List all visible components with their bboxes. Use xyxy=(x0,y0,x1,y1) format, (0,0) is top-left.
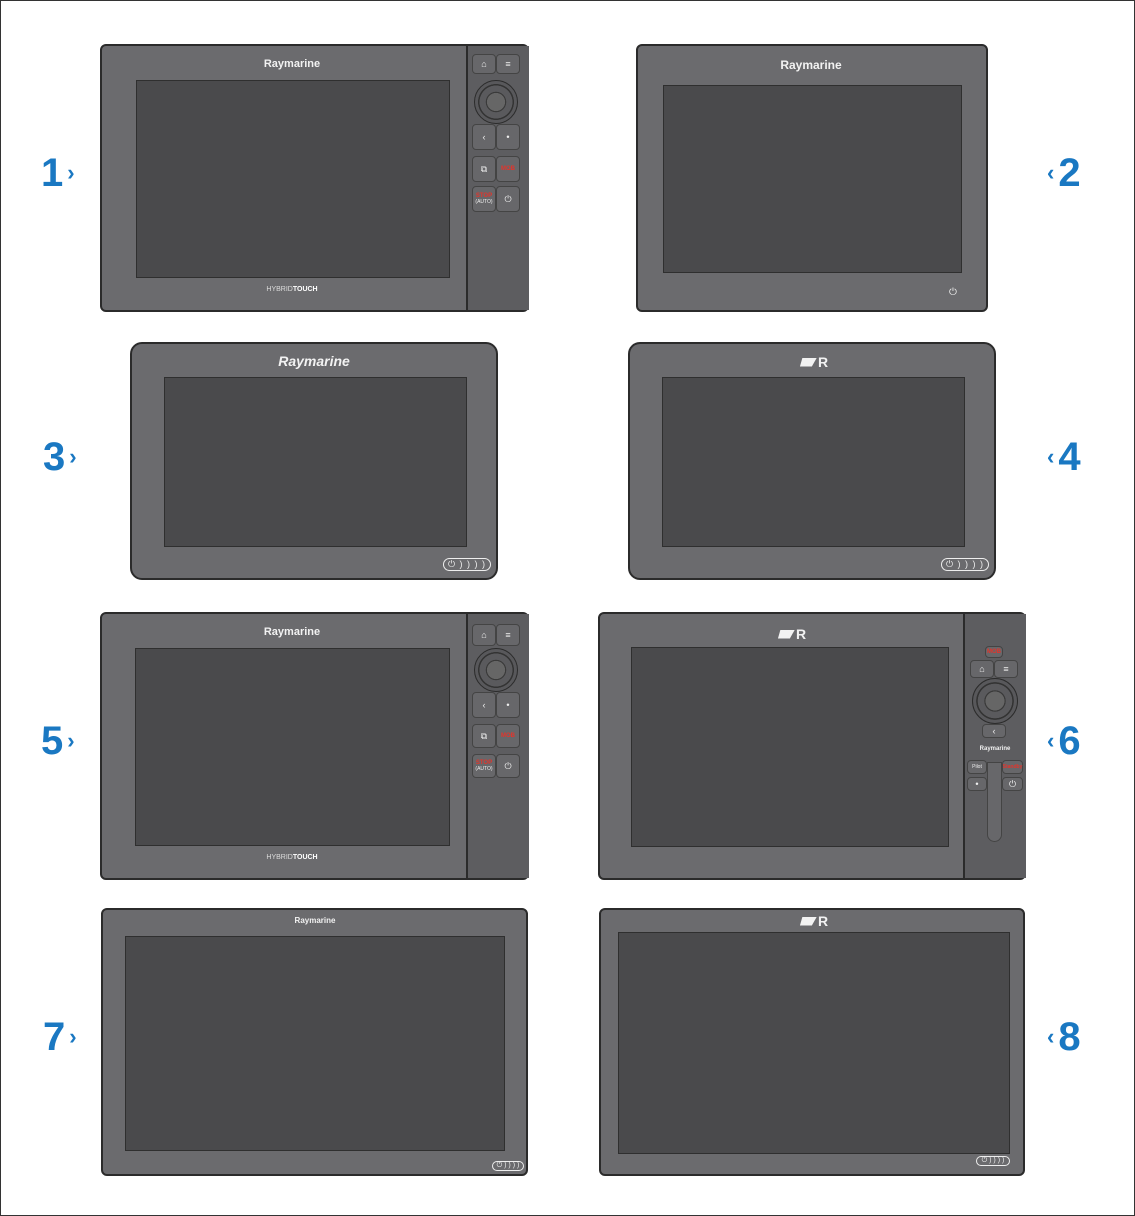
label-2: ‹2 xyxy=(1047,151,1081,195)
mob-button[interactable]: MOB xyxy=(496,724,520,748)
display-unit-2: Raymarine ⏻ xyxy=(636,44,988,312)
display-unit-3: Raymarine ⏻ ) ) ) ) xyxy=(130,342,498,580)
display-unit-1: Raymarine HYBRIDTOUCH ⌂ ≡ ‹ • ⧉ MOB STOP… xyxy=(100,44,529,312)
power-button[interactable]: ⏻ ) ) ) ) xyxy=(941,558,989,571)
brand-r-logo: R xyxy=(799,354,828,370)
label-6: ‹6 xyxy=(1047,719,1081,763)
keypad: ⌂ ≡ ‹ • ⧉ MOB STOP(AUTO) ⏻ xyxy=(466,614,529,878)
keypad: MOB ⌂ ≡ ‹ Raymarine Pilot Standby • ⏻ xyxy=(963,614,1026,878)
brand-logo: Raymarine xyxy=(278,353,350,369)
brand-r-logo: R xyxy=(799,913,828,929)
pilot-button[interactable]: Pilot xyxy=(967,760,987,774)
ok-button[interactable]: • xyxy=(967,777,987,791)
home-button[interactable]: ⌂ xyxy=(970,660,994,678)
ok-button[interactable]: • xyxy=(496,124,520,150)
hybridtouch-label: HYBRIDTOUCH xyxy=(266,854,318,861)
home-button[interactable]: ⌂ xyxy=(472,624,496,646)
joystick[interactable] xyxy=(972,678,1018,724)
power-button[interactable]: ⏻ xyxy=(1002,777,1023,791)
screen xyxy=(164,377,467,547)
mob-button[interactable]: MOB xyxy=(985,646,1003,658)
menu-button[interactable]: ≡ xyxy=(496,54,520,74)
keypad: ⌂ ≡ ‹ • ⧉ MOB STOP(AUTO) ⏻ xyxy=(466,46,529,310)
brand-logo: Raymarine xyxy=(263,58,321,70)
screen xyxy=(662,377,965,547)
label-1: 1› xyxy=(41,151,75,195)
brand-logo: Raymarine xyxy=(263,626,321,638)
stop-auto-button[interactable]: STOP(AUTO) xyxy=(472,754,496,778)
back-button[interactable]: ‹ xyxy=(472,124,496,150)
back-button[interactable]: ‹ xyxy=(982,724,1006,738)
brand-logo: Raymarine xyxy=(780,58,842,72)
standby-button[interactable]: Standby xyxy=(1002,760,1023,774)
power-icon[interactable]: ⏻ xyxy=(949,287,957,298)
display-unit-5: Raymarine HYBRIDTOUCH ⌂ ≡ ‹ • ⧉ MOB STOP… xyxy=(100,612,529,880)
label-4: ‹4 xyxy=(1047,435,1081,479)
joystick[interactable] xyxy=(474,80,518,124)
screen xyxy=(631,647,949,847)
power-button[interactable]: ⏻ ) ) ) ) xyxy=(976,1156,1010,1166)
power-button[interactable]: ⏻ ) ) ) ) xyxy=(443,558,491,571)
screen xyxy=(618,932,1010,1154)
home-button[interactable]: ⌂ xyxy=(472,54,496,74)
screen xyxy=(125,936,505,1151)
label-8: ‹8 xyxy=(1047,1015,1081,1059)
rotary-slider[interactable] xyxy=(987,762,1002,842)
power-button[interactable]: ⏻ xyxy=(496,754,520,778)
ok-button[interactable]: • xyxy=(496,692,520,718)
keypad-brand: Raymarine xyxy=(979,746,1011,752)
power-button[interactable]: ⏻ ) ) ) ) xyxy=(492,1161,524,1171)
screen xyxy=(136,80,450,278)
joystick[interactable] xyxy=(474,648,518,692)
mob-button[interactable]: MOB xyxy=(496,156,520,182)
back-button[interactable]: ‹ xyxy=(472,692,496,718)
brand-logo: Raymarine xyxy=(294,916,336,925)
hybridtouch-label: HYBRIDTOUCH xyxy=(266,286,318,293)
label-5: 5› xyxy=(41,719,75,763)
switch-button[interactable]: ⧉ xyxy=(472,724,496,748)
label-3: 3› xyxy=(43,435,77,479)
screen xyxy=(135,648,450,846)
stop-auto-button[interactable]: STOP(AUTO) xyxy=(472,186,496,212)
label-7: 7› xyxy=(43,1015,77,1059)
display-unit-4: R ⏻ ) ) ) ) xyxy=(628,342,996,580)
menu-button[interactable]: ≡ xyxy=(496,624,520,646)
display-unit-6: R MOB ⌂ ≡ ‹ Raymarine Pilot Standby • ⏻ xyxy=(598,612,1026,880)
menu-button[interactable]: ≡ xyxy=(994,660,1018,678)
screen xyxy=(663,85,962,273)
display-unit-8: R ⏻ ) ) ) ) xyxy=(599,908,1025,1176)
power-button[interactable]: ⏻ xyxy=(496,186,520,212)
brand-r-logo: R xyxy=(777,626,806,642)
display-unit-7: Raymarine ⏻ ) ) ) ) xyxy=(101,908,528,1176)
switch-button[interactable]: ⧉ xyxy=(472,156,496,182)
